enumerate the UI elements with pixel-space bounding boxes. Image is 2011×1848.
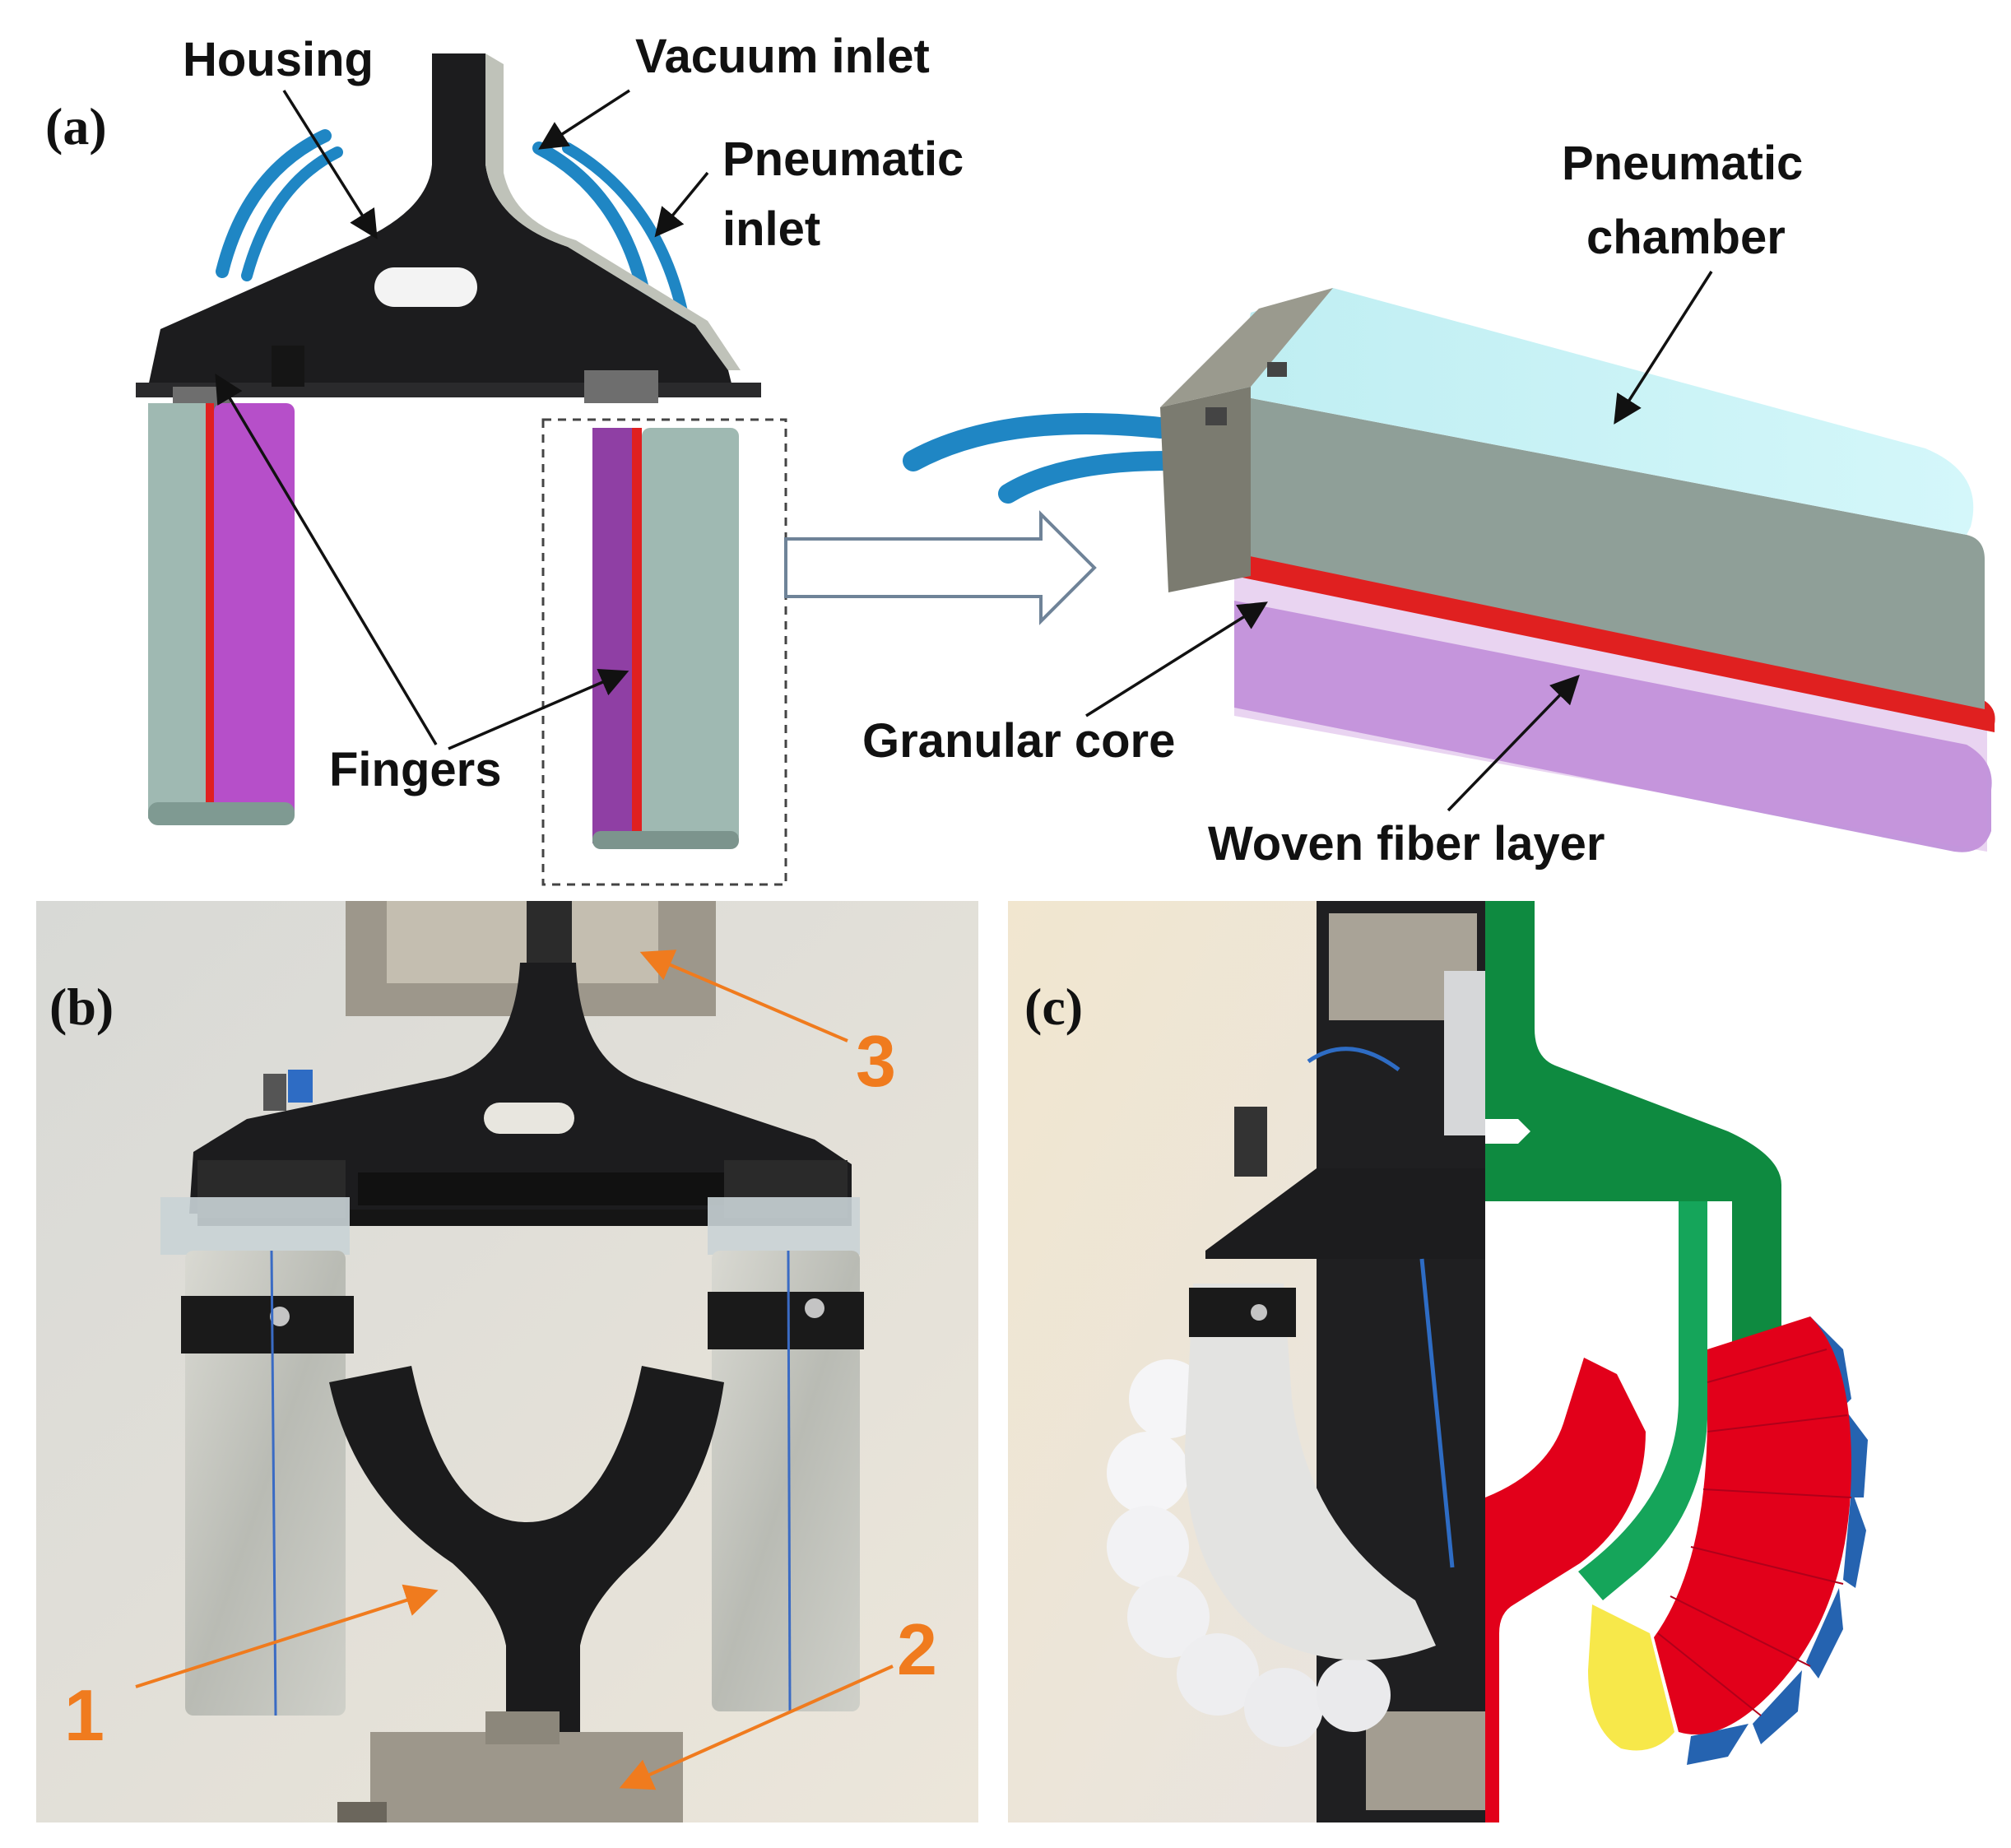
schematic-half-c (1485, 901, 1868, 1822)
bent-finger-photo (1107, 1284, 1436, 1747)
panel-a: (a) (45, 30, 1995, 886)
label-woven-fiber-layer: Woven fiber layer (1208, 817, 1605, 871)
panel-c: (c) (1008, 901, 1868, 1822)
gripper-housing (136, 53, 761, 420)
finger-left-photo-b (160, 1197, 354, 1716)
pointer-fingers-left (215, 373, 438, 745)
label-pneumatic-chamber-2: chamber (1586, 211, 1786, 264)
arrow-marker-1 (135, 1584, 439, 1688)
pointer-vacuum-inlet (538, 89, 630, 150)
panel-b-tag: (b) (49, 977, 114, 1036)
panel-a-tag: (a) (45, 97, 107, 156)
pointer-granular-core (1085, 601, 1268, 717)
highlight-box (541, 418, 787, 886)
finger-enlarged (903, 288, 1995, 852)
label-fingers: Fingers (329, 743, 502, 796)
pointer-woven-fiber-layer (1447, 674, 1580, 812)
marker-3: 3 (856, 1020, 896, 1102)
marker-1: 1 (64, 1674, 104, 1756)
label-pneumatic-inlet-2: inlet (722, 202, 820, 256)
label-vacuum-inlet: Vacuum inlet (635, 30, 930, 83)
label-granular-core: Granular core (862, 714, 1175, 768)
arrow-marker-2 (619, 1665, 894, 1790)
panel-b: (b) 1 2 3 (36, 901, 978, 1822)
pointer-housing (282, 90, 378, 239)
test-object (329, 1366, 724, 1822)
marker-2: 2 (897, 1609, 937, 1690)
housing-photo-b (189, 963, 852, 1226)
label-housing: Housing (183, 33, 374, 86)
finger-right-photo-b (708, 1197, 864, 1712)
arrow-marker-3 (639, 950, 848, 1042)
tubes-left (216, 129, 343, 281)
panel-c-tag: (c) (1024, 977, 1083, 1036)
finger-right (592, 428, 739, 849)
pointer-pneumatic-inlet (654, 171, 709, 238)
label-pneumatic-inlet-1: Pneumatic (722, 132, 964, 186)
finger-left (148, 403, 295, 825)
pointer-fingers-right (448, 669, 629, 750)
hollow-arrow (784, 510, 1097, 625)
label-pneumatic-chamber-1: Pneumatic (1562, 137, 1803, 190)
photo-half-c (1107, 901, 1485, 1822)
pointer-pneumatic-chamber (1614, 271, 1713, 425)
